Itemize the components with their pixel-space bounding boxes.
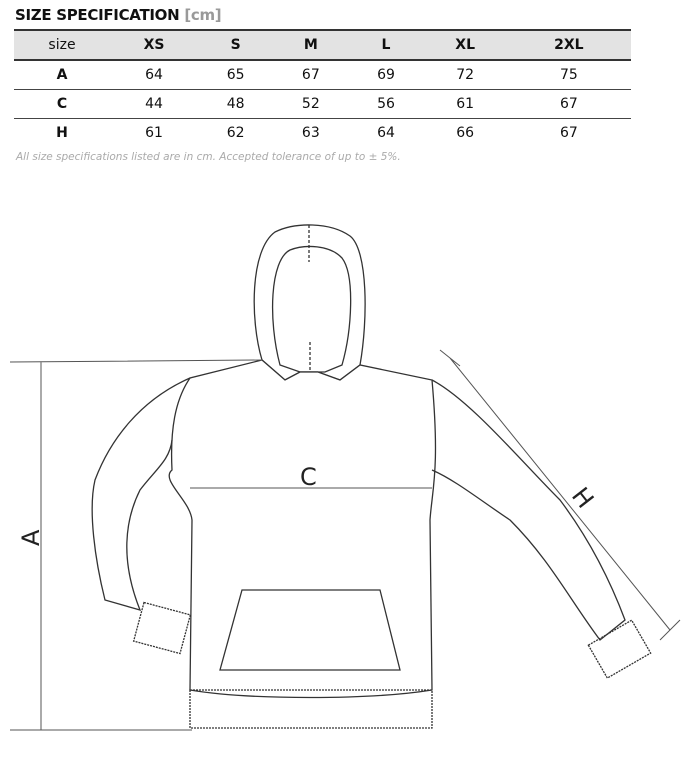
waistband	[189, 689, 433, 729]
header-cell: 2XL	[554, 37, 584, 53]
tolerance-note: All size specifications listed are in cm…	[16, 151, 401, 163]
table-cell: A	[56, 67, 68, 83]
hood-opening	[271, 245, 352, 373]
page-title: SIZE SPECIFICATION [cm]	[15, 6, 222, 24]
table-cell: 69	[377, 67, 395, 83]
table-row: C 44 48 52 56 61 67	[14, 90, 631, 119]
table-cell: H	[56, 125, 68, 141]
right-sleeve	[431, 379, 626, 641]
hoodie-body	[168, 359, 437, 699]
table-cell: 64	[377, 125, 395, 141]
table-cell: 61	[456, 96, 475, 112]
header-cell: size	[48, 37, 76, 53]
table-cell: 75	[559, 67, 578, 83]
label-a: A	[17, 529, 45, 546]
kangaroo-pocket	[219, 589, 401, 671]
measure-a-line	[9, 359, 263, 731]
table-cell: 65	[226, 67, 245, 83]
hood-seam	[308, 225, 311, 370]
table-cell: 56	[377, 96, 395, 112]
label-c: C	[300, 463, 317, 491]
table-cell: 62	[226, 125, 245, 141]
table-cell: 67	[301, 67, 320, 83]
left-cuff	[132, 601, 192, 655]
header-cell: M	[303, 37, 318, 53]
table-cell: 61	[145, 125, 163, 141]
label-h: H	[566, 482, 599, 513]
table-cell: 67	[559, 125, 578, 141]
table-cell: 64	[145, 67, 163, 83]
measure-h-line	[439, 349, 681, 641]
header-cell: XS	[143, 37, 165, 53]
header-cell: S	[230, 37, 241, 53]
table-cell: 72	[456, 67, 475, 83]
header-cell: L	[381, 37, 391, 53]
table-header-row: size XS S M L XL 2XL	[14, 30, 631, 60]
header-cell: XL	[455, 37, 476, 53]
table-cell: 52	[301, 96, 320, 112]
table-cell: 48	[226, 96, 245, 112]
title-text: SIZE SPECIFICATION	[15, 6, 180, 24]
table-cell: 67	[559, 96, 578, 112]
table-cell: 44	[145, 96, 163, 112]
right-cuff	[587, 619, 652, 679]
table-cell: 63	[301, 125, 320, 141]
table-cell: C	[56, 96, 68, 112]
table-row: H 61 62 63 64 66 67	[14, 119, 631, 148]
table-row: A 64 65 67 69 72 75	[14, 60, 631, 90]
left-sleeve	[91, 377, 191, 611]
unit-label: [cm]	[184, 6, 222, 24]
table-cell: 66	[456, 125, 475, 141]
hood	[253, 224, 366, 381]
